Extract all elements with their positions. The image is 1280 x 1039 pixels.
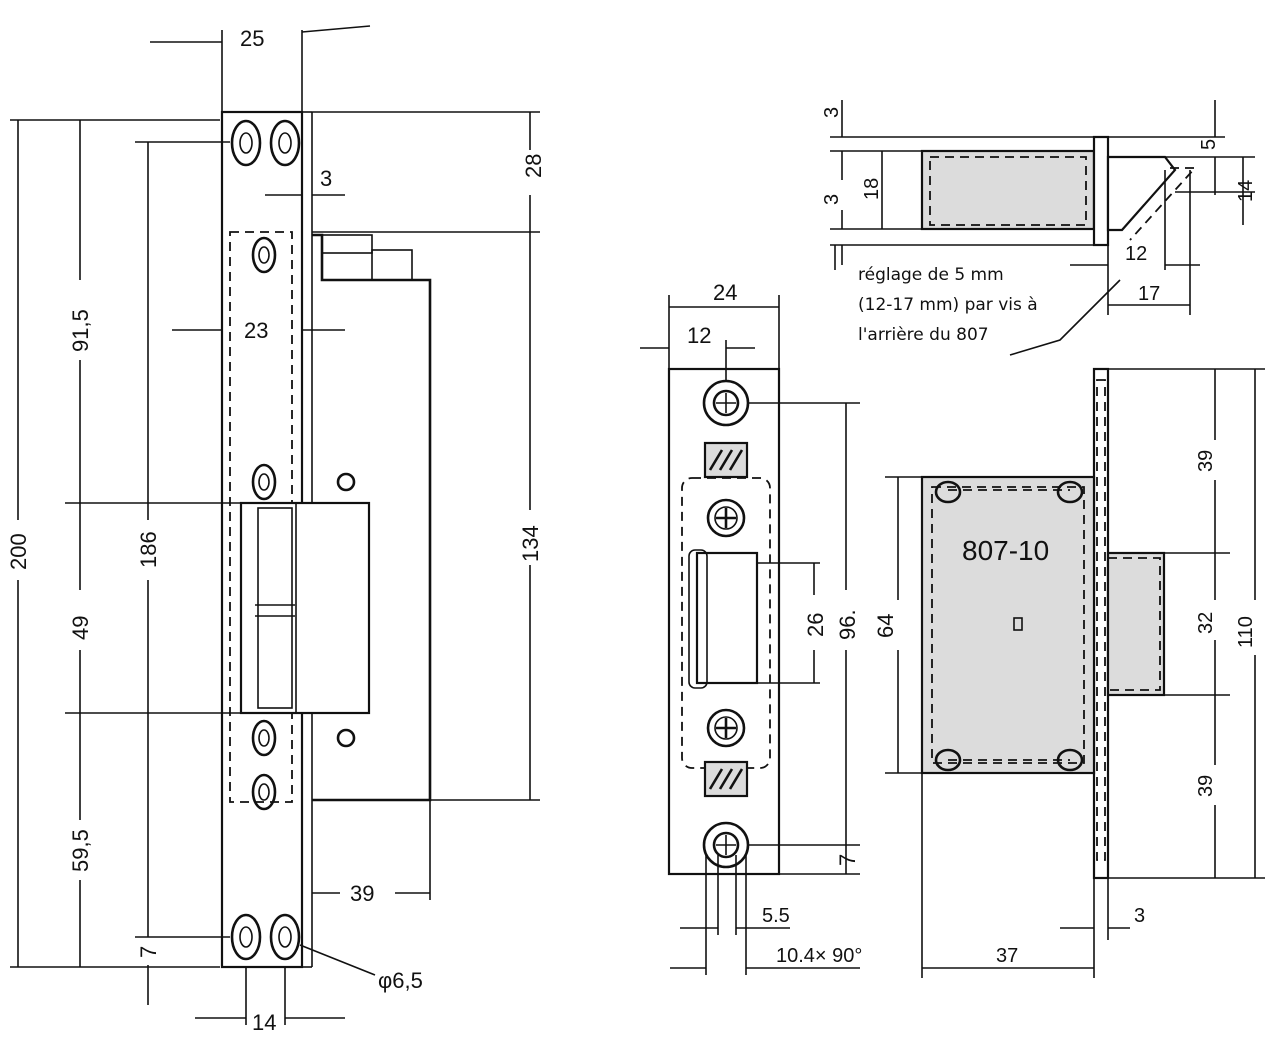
- side-dim-39-bottom: 39: [1195, 775, 1217, 797]
- side-view-body: [920, 475, 1096, 775]
- front-dim-134: 134: [518, 525, 543, 562]
- front-dim-59-5: 59,5: [68, 829, 93, 872]
- strike-plate-view: 24 12 26 96. 7 5.5 10.4× 90°: [640, 280, 862, 975]
- front-dim-28: 28: [521, 154, 546, 178]
- side-dimensions: [885, 368, 1265, 978]
- strike-dim-24: 24: [713, 280, 737, 305]
- front-dim-3: 3: [320, 166, 332, 191]
- top-dim-3b: 3: [821, 194, 843, 205]
- strike-dimensions: [640, 295, 860, 975]
- front-dim-14: 14: [252, 1010, 276, 1035]
- top-dim-18: 18: [861, 178, 883, 200]
- strike-dim-5-5: 5.5: [762, 905, 790, 927]
- strike-dim-96: 96.: [835, 609, 860, 640]
- front-dim-91-5: 91,5: [68, 309, 93, 352]
- strike-dim-7: 7: [835, 854, 860, 866]
- top-dim-12: 12: [1125, 243, 1147, 265]
- top-dimensions: [830, 100, 1255, 356]
- front-holes: [230, 119, 356, 961]
- front-view: 25 28 3 23 200 91,5 186 134 49 59,5 39 7…: [6, 25, 546, 1035]
- side-dim-64: 64: [873, 614, 898, 638]
- front-dim-200: 200: [6, 533, 31, 570]
- side-dim-32: 32: [1195, 612, 1217, 634]
- side-view-plate: [1092, 367, 1110, 880]
- side-view-latch: [1106, 551, 1166, 697]
- front-latch: [239, 501, 371, 715]
- front-dim-25: 25: [240, 26, 264, 51]
- adjustment-note-line2: (12-17 mm) par vis à: [858, 295, 1038, 315]
- strike-plate-opening: [695, 551, 759, 685]
- side-model-label: 807-10: [962, 535, 1049, 566]
- front-dim-7: 7: [136, 946, 161, 958]
- strike-dim-26: 26: [803, 613, 828, 637]
- top-view-plate: [1092, 135, 1110, 247]
- front-dim-49: 49: [68, 616, 93, 640]
- top-dim-5: 5: [1198, 139, 1220, 150]
- side-view: 807-10 64 39 32 39 110 3 37: [873, 367, 1265, 978]
- side-dim-110: 110: [1235, 616, 1257, 648]
- adjustment-note-line1: réglage de 5 mm: [858, 265, 1004, 285]
- top-view: 3 18 3 5 14 12 17 réglage de 5 mm (12-17…: [821, 100, 1257, 356]
- top-dim-17: 17: [1138, 283, 1160, 305]
- front-dim-186: 186: [136, 531, 161, 568]
- top-dim-14: 14: [1235, 180, 1257, 202]
- top-dim-3a: 3: [821, 107, 843, 118]
- adjustment-note-line3: l'arrière du 807: [858, 325, 989, 345]
- front-dim-39: 39: [350, 881, 374, 906]
- strike-dim-countersink: 10.4× 90°: [776, 945, 862, 967]
- strike-dim-12: 12: [687, 323, 711, 348]
- side-dim-3: 3: [1134, 905, 1145, 927]
- front-dim-hole-diameter: φ6,5: [378, 968, 423, 993]
- front-dimensions: [10, 25, 540, 1025]
- side-dim-39-top: 39: [1195, 450, 1217, 472]
- top-view-body: [920, 149, 1096, 231]
- front-dim-23: 23: [244, 318, 268, 343]
- side-dim-37: 37: [996, 945, 1018, 967]
